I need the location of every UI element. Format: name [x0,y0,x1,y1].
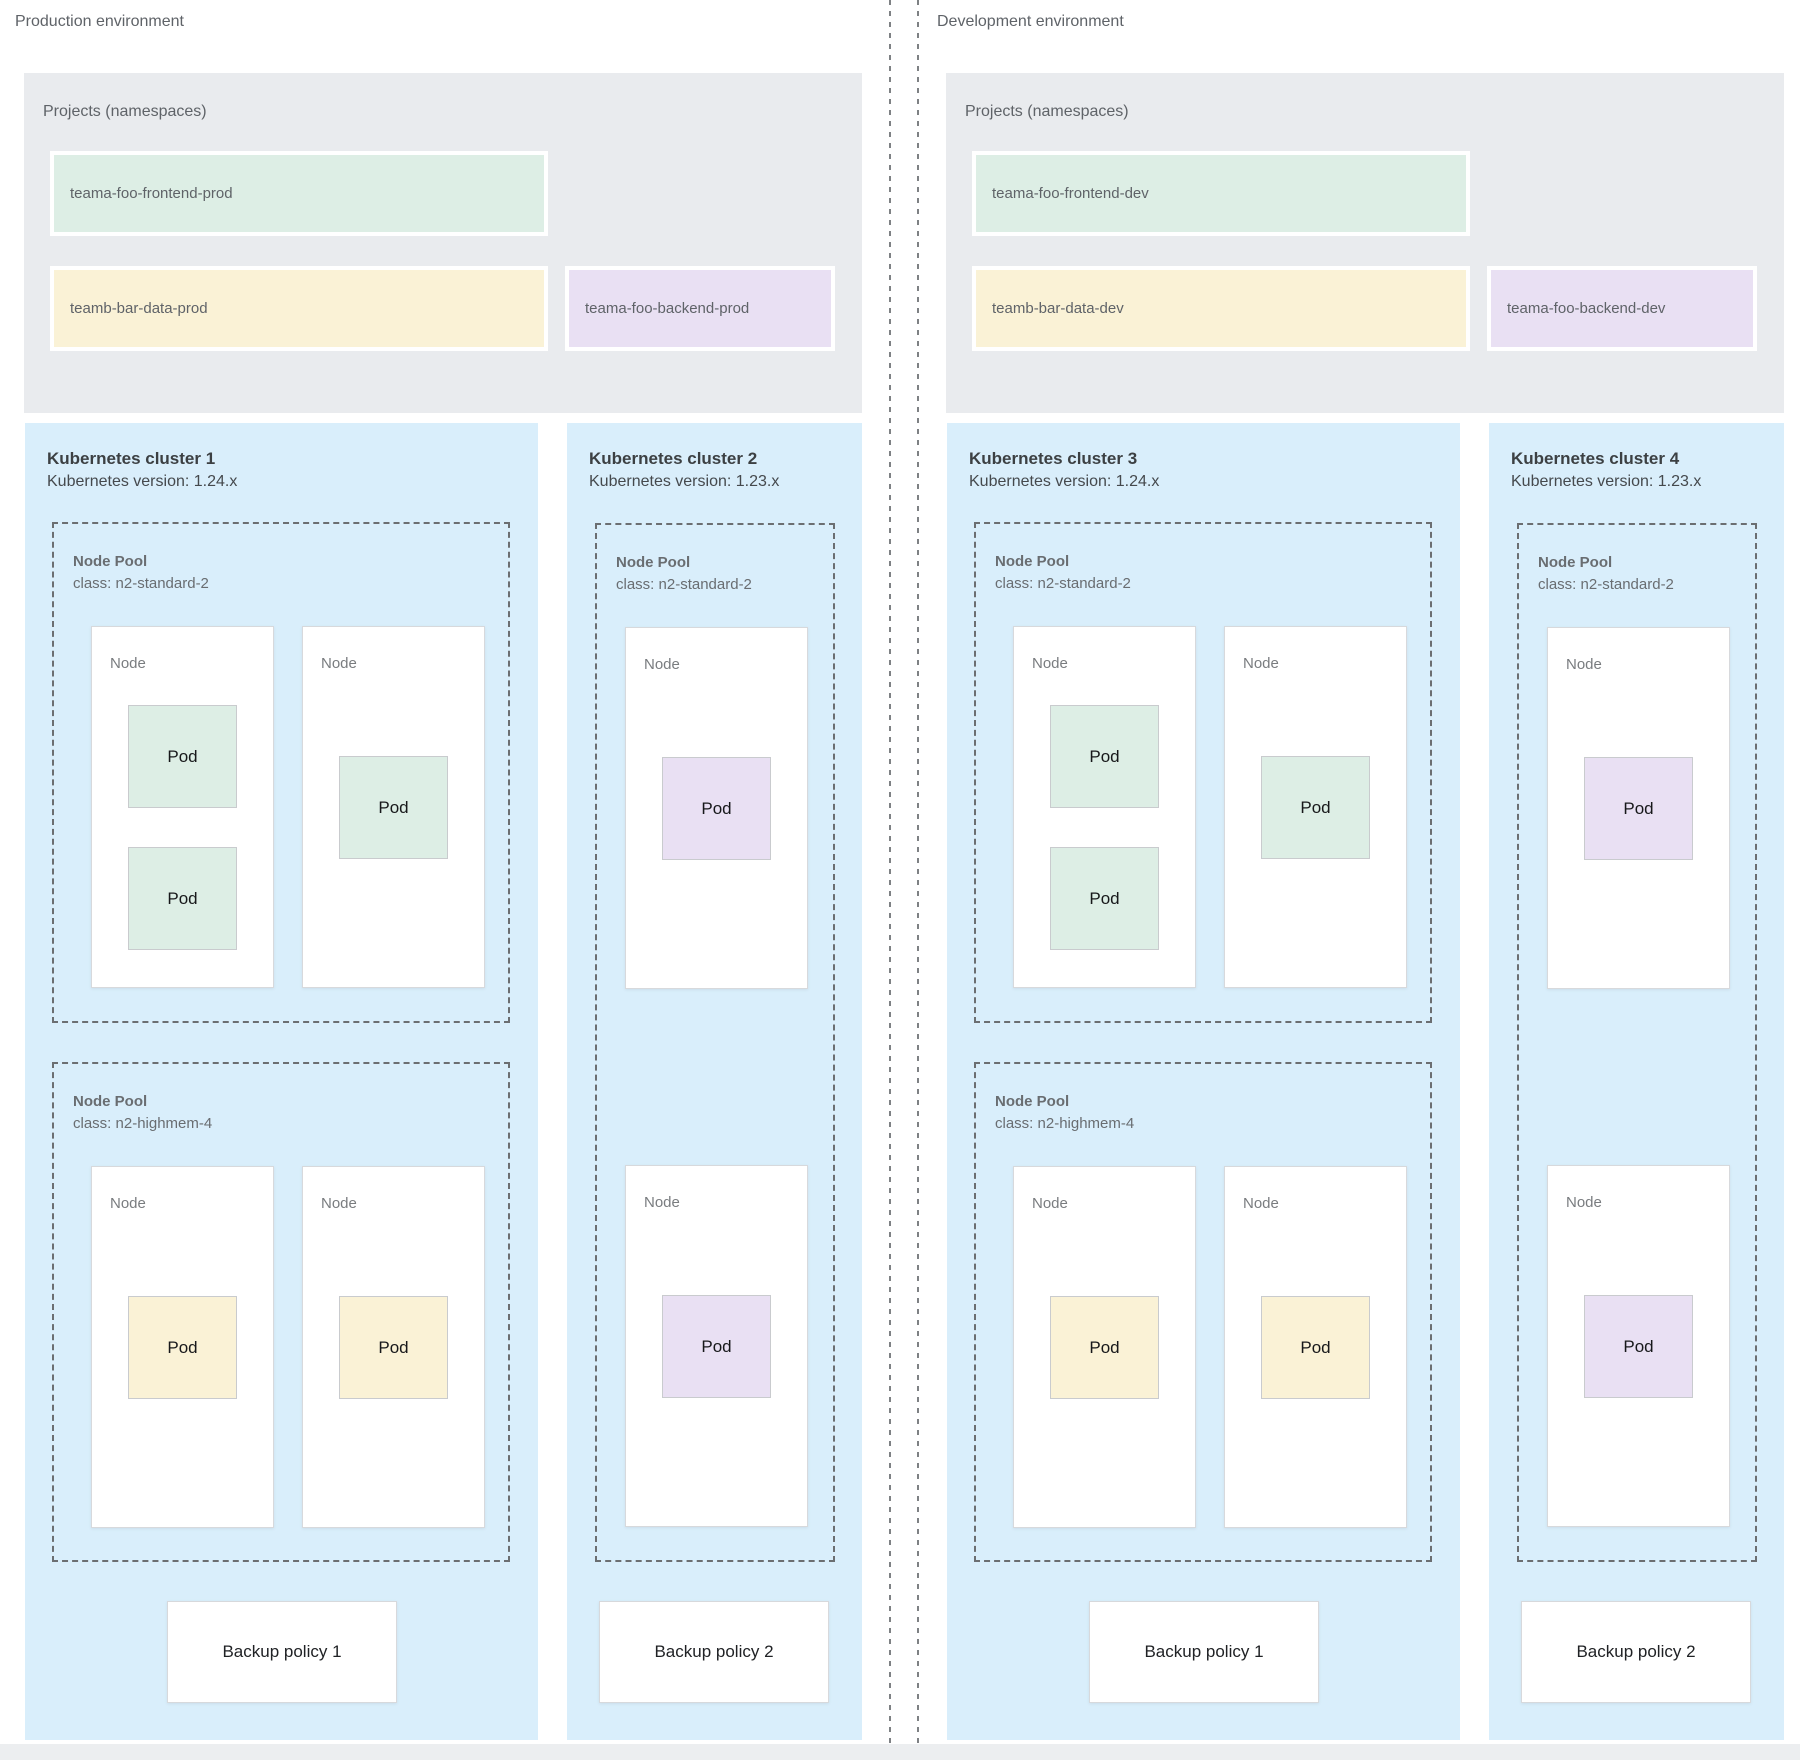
node-pool-label: Node Pool class: n2-standard-2 [616,552,752,596]
node-pool-title: Node Pool [73,1093,148,1110]
pod-box-yellow: Pod [1261,1296,1370,1399]
projects-box: Projects (namespaces) teama-foo-frontend-… [946,73,1784,413]
node-label: Node [321,1195,357,1212]
cluster-version: Kubernetes version: 1.24.x [47,473,238,490]
node-label: Node [1566,1194,1602,1211]
node-pool-title: Node Pool [73,553,148,570]
page-footer-strip [0,1744,1800,1760]
pod-box-purple: Pod [1584,1295,1693,1398]
pod-box-green: Pod [339,756,448,859]
cluster-box: Kubernetes cluster 4 Kubernetes version: … [1489,423,1784,1740]
cluster-version: Kubernetes version: 1.23.x [589,473,780,490]
namespace-box-purple: teama-foo-backend-dev [1487,266,1757,351]
node-label: Node [321,655,357,672]
namespace-box-green: teama-foo-frontend-prod [50,151,548,236]
node-pool-class: class: n2-highmem-4 [995,1115,1135,1132]
backup-policy-box: Backup policy 2 [1521,1601,1751,1703]
node-pool-class: class: n2-standard-2 [616,576,752,593]
node-pool-class: class: n2-standard-2 [995,575,1131,592]
node-pool-class: class: n2-standard-2 [1538,576,1674,593]
pod-box-green: Pod [128,705,237,808]
pod-box-yellow: Pod [1050,1296,1159,1399]
pod-box-yellow: Pod [339,1296,448,1399]
cluster-box: Kubernetes cluster 1 Kubernetes version: … [25,423,538,1740]
node-pool-label: Node Pool class: n2-highmem-4 [73,1091,212,1135]
cluster-title: Kubernetes cluster 2 [589,449,758,468]
pod-box-yellow: Pod [128,1296,237,1399]
pod-box-green: Pod [1050,847,1159,950]
node-pool-class: class: n2-highmem-4 [73,1115,213,1132]
node-label: Node [644,1194,680,1211]
node-label: Node [1243,655,1279,672]
projects-box-title: Projects (namespaces) [43,103,207,120]
projects-box-title: Projects (namespaces) [965,103,1129,120]
environment-label: Production environment [15,13,184,30]
node-pool-label: Node Pool class: n2-standard-2 [73,551,209,595]
node-pool-class: class: n2-standard-2 [73,575,209,592]
node-pool-title: Node Pool [1538,554,1613,571]
cluster-title: Kubernetes cluster 4 [1511,449,1680,468]
pod-box-purple: Pod [662,757,771,860]
namespace-box-yellow: teamb-bar-data-prod [50,266,548,351]
backup-policy-box: Backup policy 1 [1089,1601,1319,1703]
node-pool-label: Node Pool class: n2-highmem-4 [995,1091,1134,1135]
cluster-version: Kubernetes version: 1.24.x [969,473,1160,490]
node-label: Node [110,1195,146,1212]
namespace-box-green: teama-foo-frontend-dev [972,151,1470,236]
namespace-box-purple: teama-foo-backend-prod [565,266,835,351]
environment-label: Development environment [937,13,1124,30]
node-label: Node [1243,1195,1279,1212]
environment-divider-left [889,0,891,1760]
pod-box-purple: Pod [662,1295,771,1398]
node-pool-title: Node Pool [995,1093,1070,1110]
backup-policy-box: Backup policy 2 [599,1601,829,1703]
cluster-version: Kubernetes version: 1.23.x [1511,473,1702,490]
cluster-box: Kubernetes cluster 3 Kubernetes version: … [947,423,1460,1740]
node-pool-label: Node Pool class: n2-standard-2 [995,551,1131,595]
namespace-box-yellow: teamb-bar-data-dev [972,266,1470,351]
pod-box-purple: Pod [1584,757,1693,860]
pod-box-green: Pod [1261,756,1370,859]
cluster-box: Kubernetes cluster 2 Kubernetes version: … [567,423,862,1740]
node-label: Node [1032,1195,1068,1212]
pod-box-green: Pod [1050,705,1159,808]
node-label: Node [1566,656,1602,673]
node-pool-title: Node Pool [995,553,1070,570]
projects-box: Projects (namespaces) teama-foo-frontend-… [24,73,862,413]
environment-divider-right [917,0,919,1760]
node-pool-label: Node Pool class: n2-standard-2 [1538,552,1674,596]
backup-policy-box: Backup policy 1 [167,1601,397,1703]
node-label: Node [1032,655,1068,672]
cluster-title: Kubernetes cluster 1 [47,449,216,468]
cluster-title: Kubernetes cluster 3 [969,449,1138,468]
node-pool-title: Node Pool [616,554,691,571]
node-label: Node [644,656,680,673]
pod-box-green: Pod [128,847,237,950]
node-label: Node [110,655,146,672]
